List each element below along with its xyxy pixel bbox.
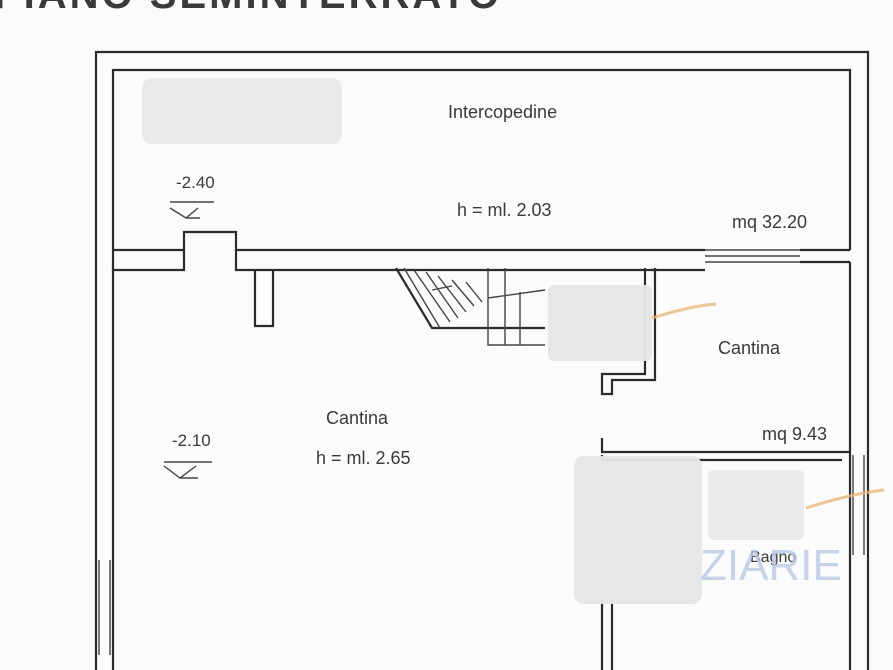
intercapedine-label: Intercopedine	[448, 102, 557, 122]
staircase	[395, 267, 546, 346]
watermark-text: ZIARIE	[700, 541, 842, 590]
window-jambs	[98, 455, 865, 655]
bagno-label: Bagno	[750, 549, 796, 566]
cantina-right-label: Cantina	[718, 338, 781, 358]
intercapedine-area: mq 32.20	[732, 212, 807, 232]
plan-title: PIANO SEMINTERRATO	[0, 0, 502, 17]
intercapedine-height: h = ml. 2.03	[457, 200, 552, 220]
level-marker-upper: -2.40	[169, 173, 215, 219]
watermark: ZIARIE	[651, 302, 885, 590]
outer-walls	[94, 50, 870, 670]
redaction-patches	[142, 78, 804, 604]
cantina-main-label: Cantina	[326, 408, 389, 428]
level-lower-label: -2.10	[172, 431, 211, 450]
level-upper-label: -2.40	[176, 173, 215, 192]
cantina-main-height: h = ml. 2.65	[316, 448, 411, 468]
cantina-right-area: mq 9.43	[762, 424, 827, 444]
level-marker-lower: -2.10	[163, 431, 212, 479]
separator-wall	[111, 230, 852, 670]
